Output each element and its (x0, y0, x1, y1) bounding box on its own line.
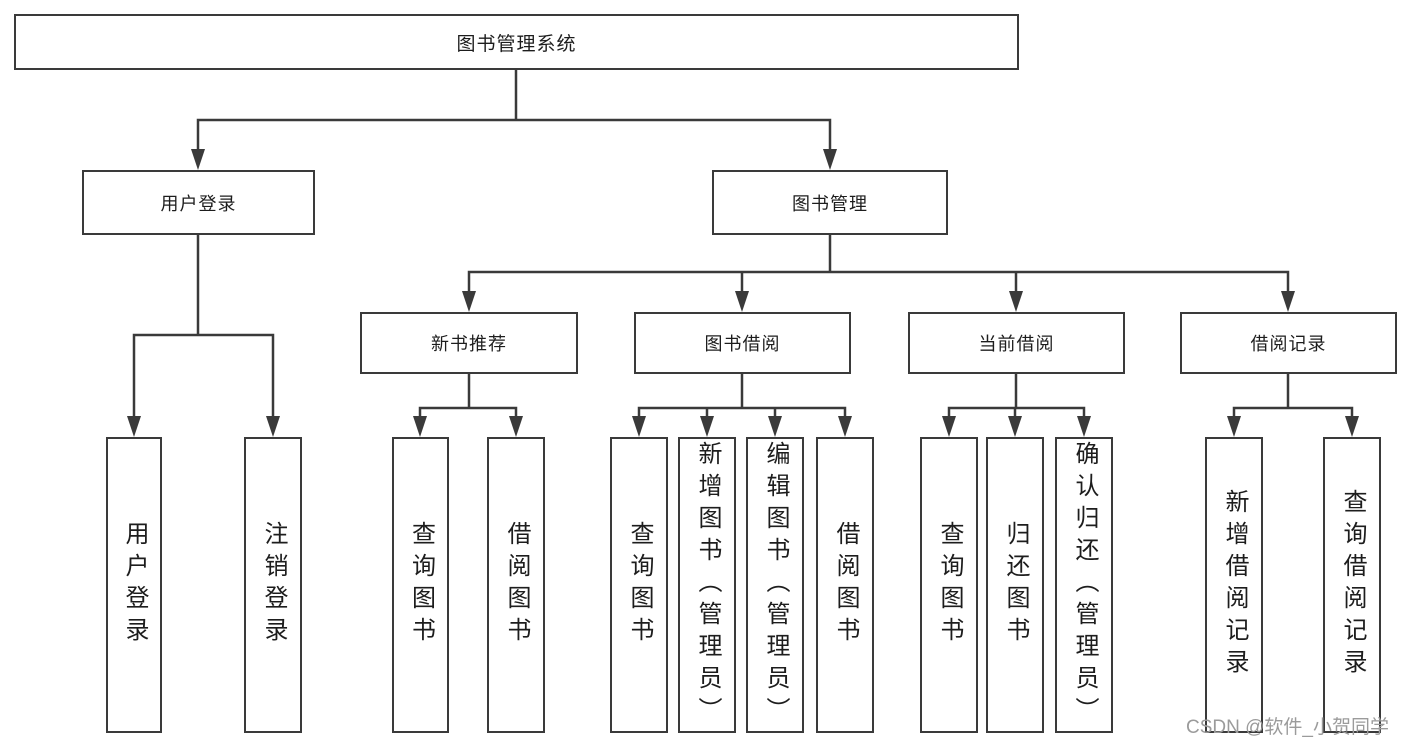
arrowhead (462, 291, 476, 312)
node-label: 图书借阅 (704, 334, 781, 354)
node-label: 用户登录 (160, 193, 237, 214)
node-book-borrow: 图书借阅 (634, 312, 851, 374)
leaf-query-books-recommend: 查询图书 (392, 437, 449, 733)
node-label: 新书推荐 (431, 334, 507, 354)
node-borrow-records: 借阅记录 (1180, 312, 1397, 374)
arrowhead (127, 416, 141, 437)
node-book-management: 图书管理 (712, 170, 948, 235)
arrowhead (1345, 416, 1359, 437)
arrowhead (191, 149, 205, 170)
node-library-system: 图书管理系统 (14, 14, 1019, 70)
node-label: 查询图书 (936, 521, 963, 649)
arrowhead (1008, 416, 1022, 437)
leaf-confirm-return-admin: 确认归还（管理员） (1055, 437, 1113, 733)
leaf-query-borrow-record: 查询借阅记录 (1323, 437, 1381, 733)
node-new-book-recommend: 新书推荐 (360, 312, 578, 374)
leaf-query-books-borrow: 查询图书 (610, 437, 668, 733)
arrowhead (768, 416, 782, 437)
node-label: 确认归还（管理员） (1071, 441, 1098, 729)
leaf-user-login: 用户登录 (106, 437, 162, 733)
node-label: 注销登录 (260, 521, 287, 649)
node-label: 当前借阅 (978, 334, 1055, 354)
node-label: 编辑图书（管理员） (762, 441, 789, 729)
arrowhead (1227, 416, 1241, 437)
arrowhead (838, 416, 852, 437)
node-label: 借阅记录 (1250, 334, 1327, 354)
leaf-add-books-admin: 新增图书（管理员） (678, 437, 736, 733)
node-label: 新增借阅记录 (1221, 489, 1248, 681)
node-label: 归还图书 (1002, 521, 1029, 649)
arrowhead (700, 416, 714, 437)
node-label: 新增图书（管理员） (694, 441, 721, 729)
leaf-add-borrow-record: 新增借阅记录 (1205, 437, 1263, 733)
arrowhead (1009, 291, 1023, 312)
leaf-return-books: 归还图书 (986, 437, 1044, 733)
arrowhead (413, 416, 427, 437)
arrowhead (266, 416, 280, 437)
leaf-edit-books-admin: 编辑图书（管理员） (746, 437, 804, 733)
node-label: 查询借阅记录 (1339, 489, 1366, 681)
arrowhead (1281, 291, 1295, 312)
arrowhead (632, 416, 646, 437)
arrowhead (823, 149, 837, 170)
arrowheads (127, 149, 1359, 437)
node-label: 图书管理系统 (456, 33, 577, 55)
arrowhead (735, 291, 749, 312)
node-label: 借阅图书 (503, 521, 530, 649)
node-label: 图书管理 (792, 193, 868, 214)
leaf-query-books-current: 查询图书 (920, 437, 978, 733)
node-label: 用户登录 (121, 521, 148, 649)
leaf-borrow-books-borrow: 借阅图书 (816, 437, 874, 733)
arrowhead (1077, 416, 1091, 437)
node-label: 借阅图书 (832, 521, 859, 649)
leaf-borrow-books-recommend: 借阅图书 (487, 437, 545, 733)
node-label: 查询图书 (626, 521, 653, 649)
arrowhead (509, 416, 523, 437)
node-label: 查询图书 (407, 521, 435, 649)
watermark: CSDN @软件_小贺同学 (1186, 717, 1389, 738)
leaf-logout-login: 注销登录 (244, 437, 302, 733)
node-current-borrow: 当前借阅 (908, 312, 1125, 374)
connector-path (132, 68, 1354, 421)
arrowhead (942, 416, 956, 437)
node-user-login: 用户登录 (82, 170, 315, 235)
